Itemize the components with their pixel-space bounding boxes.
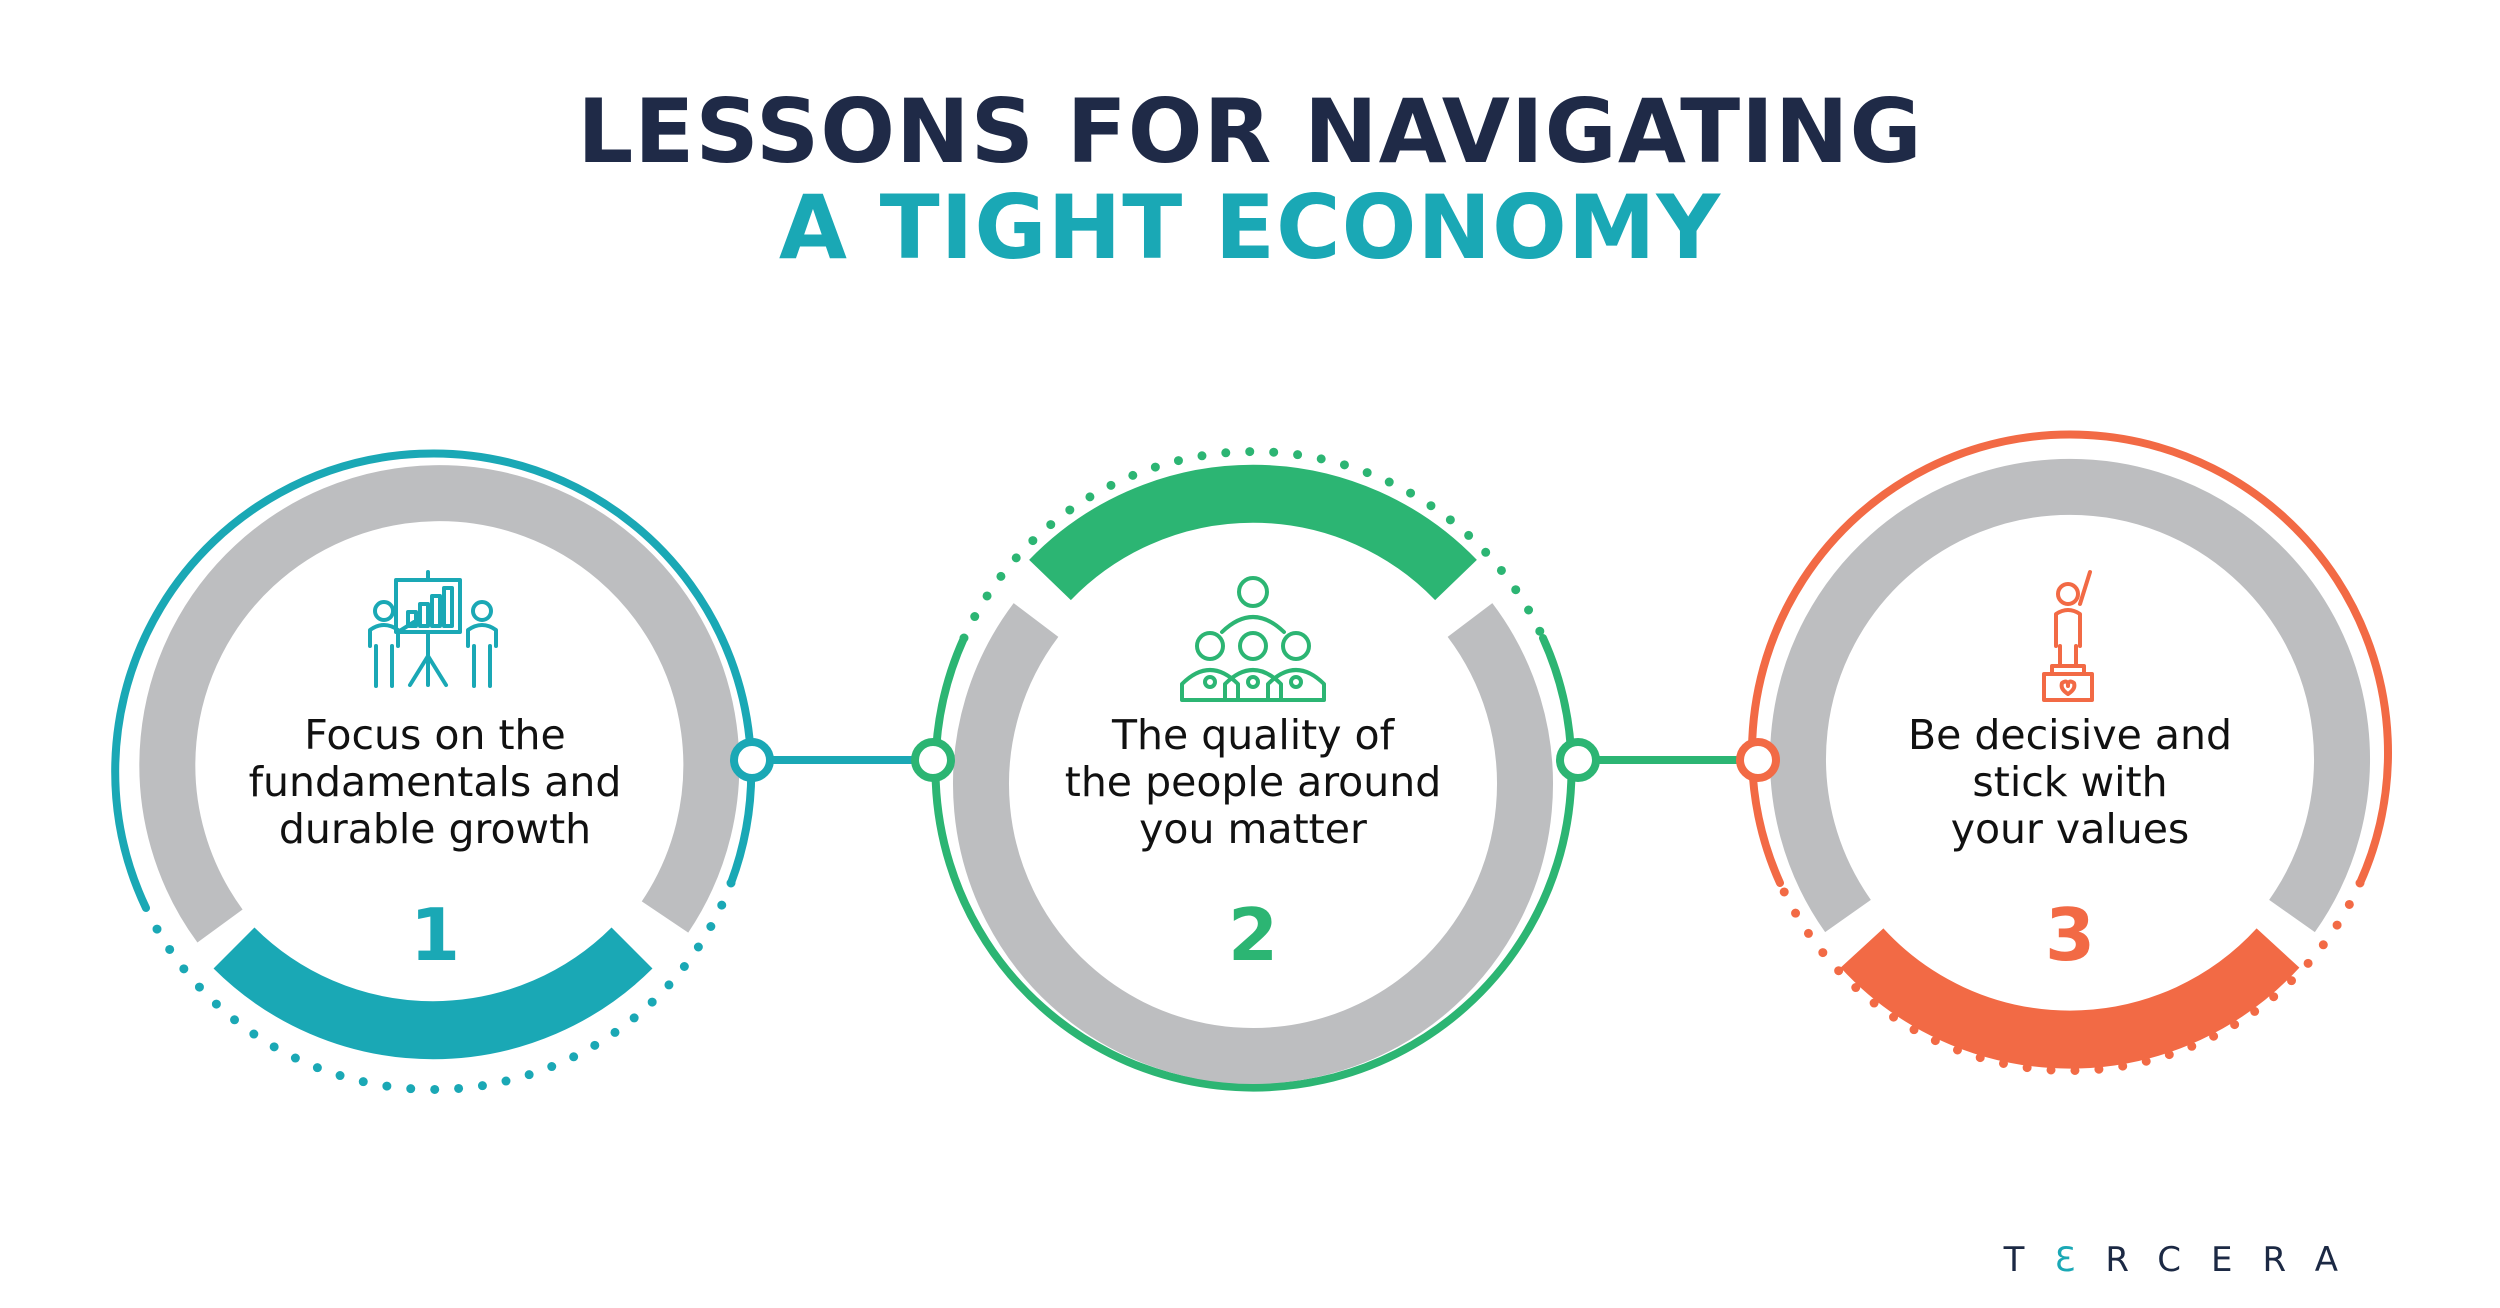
card-1-graphic [111,449,774,1094]
card-3-gray-ring [1770,458,2370,933]
card-3-graphic [1736,430,2392,1076]
card-1-text-line-1: Focus on the [304,711,566,759]
card-2-accent-arc [1029,464,1477,601]
card-3-accent-arc [1840,928,2300,1069]
card-1-text-line-3: durable growth [278,805,592,853]
card-2-text-line-2: the people around [1064,758,1442,806]
card-2-number: 2 [1227,893,1279,977]
brand-logo-part-2: RCERA [2105,1240,2368,1280]
person-on-podium-icon [2042,570,2094,702]
title-line-2: A TIGHT ECONOMY [778,176,1722,279]
card-2-text: The quality of the people around you mat… [1043,712,1463,853]
card-3-text-line-1: Be decisive and [1908,711,2232,759]
team-people-group-icon [1180,576,1326,702]
brand-logo-mark: Ɛ [2054,1240,2106,1280]
card-1-text: Focus on the fundamentals and durable gr… [225,712,645,853]
card-2-gray-ring [953,603,1553,1084]
card-1-accent-arc [213,927,653,1060]
title-line-1: LESSONS FOR NAVIGATING [577,80,1923,183]
card-2-dotted-ring [959,447,1548,643]
card-1-number: 1 [409,893,461,977]
card-2-connector-node-left [911,738,955,782]
card-2-outer-ring [931,634,1576,1092]
presentation-growth-chart-icon [368,570,498,688]
card-3-number: 3 [2044,893,2096,977]
brand-logo: TƐRCERA [2004,1240,2368,1280]
card-2-graphic [911,447,1600,1092]
card-1-gray-ring [139,465,740,943]
card-1-outer-ring [111,449,756,912]
card-2-text-line-1: The quality of [1111,711,1395,759]
card-2-text-line-3: you matter [1139,805,1367,853]
card-3-text-line-2: stick with [1972,758,2168,806]
card-1-connector-node [730,738,774,782]
card-3-text-line-3: your values [1950,805,2190,853]
card-3-text: Be decisive and stick with your values [1860,712,2280,853]
card-3-connector-node [1736,738,1780,782]
card-1-text-line-2: fundamentals and [248,758,622,806]
card-3-outer-ring [1748,430,2392,887]
card-2-connector-node-right [1556,738,1600,782]
brand-logo-part-1: T [2003,1240,2055,1280]
